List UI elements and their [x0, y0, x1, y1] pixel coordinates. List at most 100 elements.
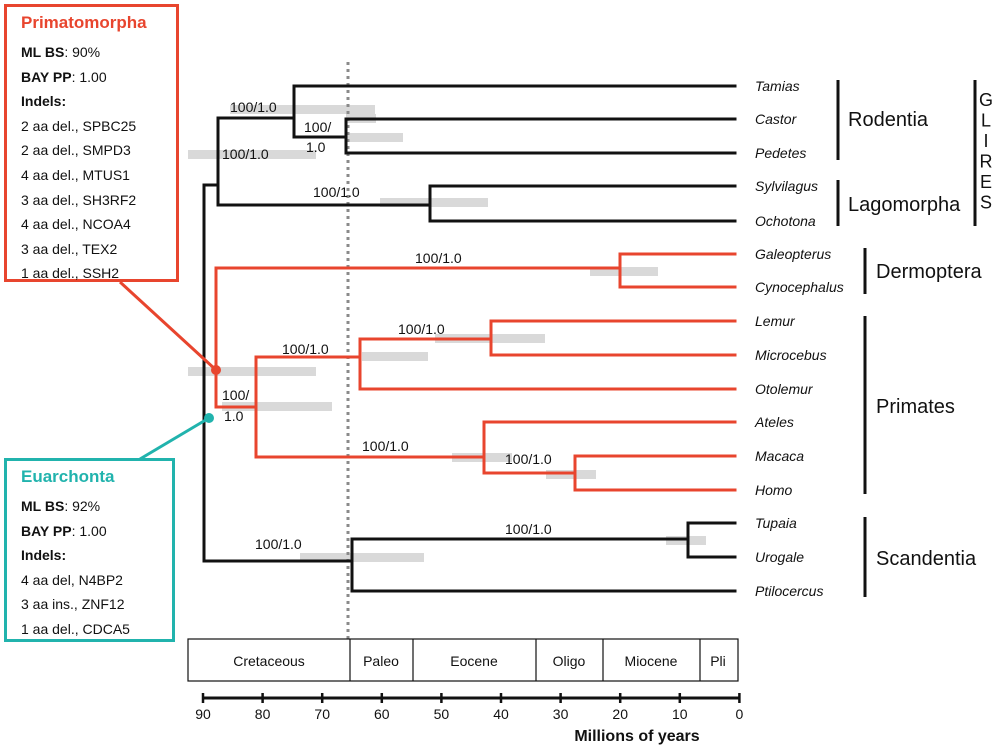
taxon-label: Galeopterus	[755, 246, 831, 262]
support-catarrhini: 100/1.0	[505, 451, 552, 467]
axis-tick-label: 0	[736, 706, 744, 722]
axis-tick-label: 30	[553, 706, 569, 722]
glires-letter: R	[980, 152, 993, 172]
support-castor-pedetes-2: 1.0	[306, 139, 326, 155]
clade-label-primates: Primates	[876, 396, 955, 418]
period-cretaceous: Cretaceous	[233, 653, 305, 669]
indel-item: 1 aa del., SSH2	[21, 265, 120, 282]
ci-bar	[300, 553, 424, 562]
axis-tick-label: 70	[314, 706, 330, 722]
glires-letter: E	[980, 172, 992, 192]
taxon-label: Castor	[755, 111, 798, 127]
indel-item: 3 aa ins., ZNF12	[21, 596, 125, 613]
euarchonta-title: Euarchonta	[21, 467, 115, 486]
taxon-label: Cynocephalus	[755, 279, 844, 295]
indel-item: 4 aa del., NCOA4	[21, 216, 131, 233]
period-miocene: Miocene	[625, 653, 678, 669]
ci-bar	[188, 367, 316, 376]
glires-letter: S	[980, 193, 992, 213]
support-dermoptera: 100/1.0	[415, 250, 462, 266]
support-castor-pedetes-1: 100/	[304, 119, 331, 135]
taxon-label: Tamias	[755, 78, 800, 94]
period-paleo: Paleo	[363, 653, 399, 669]
axis-tick-label: 40	[493, 706, 509, 722]
clade-label-scandentia: Scandentia	[876, 548, 977, 570]
clade-label-dermoptera: Dermoptera	[876, 261, 982, 283]
taxon-label: Tupaia	[755, 515, 797, 531]
primatomorpha-info-box: Primatomorpha ML BS: 90% BAY PP: 1.00 In…	[4, 4, 179, 282]
geologic-timescale: Cretaceous Paleo Eocene Oligo Miocene Pl…	[187, 638, 739, 682]
support-primates: 100/1.0	[282, 341, 329, 357]
time-axis: 90 80 70 60 50 40 30 20 10 0 Millions of years	[195, 693, 744, 745]
support-primatomorpha-2: 1.0	[224, 408, 244, 424]
ci-bar	[222, 402, 332, 411]
glires-letter: G	[979, 90, 993, 110]
axis-tick-label: 10	[672, 706, 688, 722]
primatomorpha-branches	[214, 252, 737, 492]
clade-label-lagomorpha: Lagomorpha	[848, 194, 961, 216]
euarchonta-node-dot	[204, 413, 214, 423]
ci-bar	[230, 105, 375, 114]
support-primatomorpha-1: 100/	[222, 387, 249, 403]
support-glires: 100/1.0	[230, 99, 277, 115]
euarchonta-ml: ML BS: 92%	[21, 498, 101, 514]
clade-brackets	[836, 80, 977, 597]
ci-bar	[590, 267, 658, 276]
euarchonta-indels-label: Indels:	[21, 547, 67, 564]
clade-label-rodentia: Rodentia	[848, 109, 929, 131]
glires-letter: L	[981, 111, 991, 131]
axis-tick-label: 80	[255, 706, 271, 722]
primatomorpha-leader-line	[118, 280, 218, 372]
taxon-label: Ptilocercus	[755, 583, 823, 599]
taxon-label: Sylvilagus	[755, 178, 818, 194]
taxa-labels: TamiasCastorPedetesSylvilagusOchotonaGal…	[754, 78, 844, 599]
primatomorpha-title: Primatomorpha	[21, 13, 147, 32]
taxon-label: Microcebus	[755, 347, 827, 363]
taxon-label: Ateles	[754, 414, 794, 430]
taxon-label: Ochotona	[755, 213, 816, 229]
indel-item: 4 aa del., MTUS1	[21, 166, 130, 183]
axis-tick-label: 20	[612, 706, 628, 722]
primatomorpha-ml: ML BS: 90%	[21, 44, 101, 60]
indel-item: 1 aa del., CDCA5	[21, 620, 130, 637]
support-scandentia: 100/1.0	[255, 536, 302, 552]
taxon-label: Macaca	[755, 448, 804, 464]
primatomorpha-indels-label: Indels:	[21, 93, 67, 110]
black-branches	[202, 84, 737, 593]
support-haplorhini: 100/1.0	[362, 438, 409, 454]
ci-bar	[346, 133, 403, 142]
ci-bar	[380, 198, 488, 207]
ci-bar	[188, 150, 316, 159]
indel-item: 2 aa del., SMPD3	[21, 142, 131, 159]
primatomorpha-node-dot	[211, 365, 221, 375]
indel-item: 3 aa del., TEX2	[21, 240, 118, 257]
axis-tick-label: 60	[374, 706, 390, 722]
euarchonta-info-box: Euarchonta ML BS: 92% BAY PP: 1.00 Indel…	[4, 458, 175, 642]
glires-letter: I	[983, 131, 988, 151]
support-strepsirrhini: 100/1.0	[398, 321, 445, 337]
period-eocene: Eocene	[450, 653, 498, 669]
primatomorpha-bay: BAY PP: 1.00	[21, 68, 107, 85]
axis-tick-label: 90	[195, 706, 211, 722]
axis-title: Millions of years	[574, 728, 699, 745]
support-lagomorpha: 100/1.0	[313, 184, 360, 200]
ci-bar	[362, 352, 428, 361]
indel-item: 2 aa del., SPBC25	[21, 117, 137, 134]
taxon-label: Lemur	[755, 313, 796, 329]
indel-item: 3 aa del., SH3RF2	[21, 191, 137, 208]
axis-tick-label: 50	[434, 706, 450, 722]
euarchonta-leader-line	[139, 416, 210, 461]
indel-item: 4 aa del, N4BP2	[21, 571, 123, 588]
period-pli: Pli	[710, 653, 726, 669]
taxon-label: Urogale	[755, 549, 804, 565]
taxon-label: Homo	[755, 482, 793, 498]
support-scandentia-inner: 100/1.0	[505, 521, 552, 537]
period-oligo: Oligo	[553, 653, 586, 669]
taxon-label: Otolemur	[755, 381, 814, 397]
support-rodentia: 100/1.0	[222, 146, 269, 162]
euarchonta-bay: BAY PP: 1.00	[21, 522, 107, 539]
confidence-interval-bars	[188, 105, 706, 562]
taxon-label: Pedetes	[755, 145, 806, 161]
